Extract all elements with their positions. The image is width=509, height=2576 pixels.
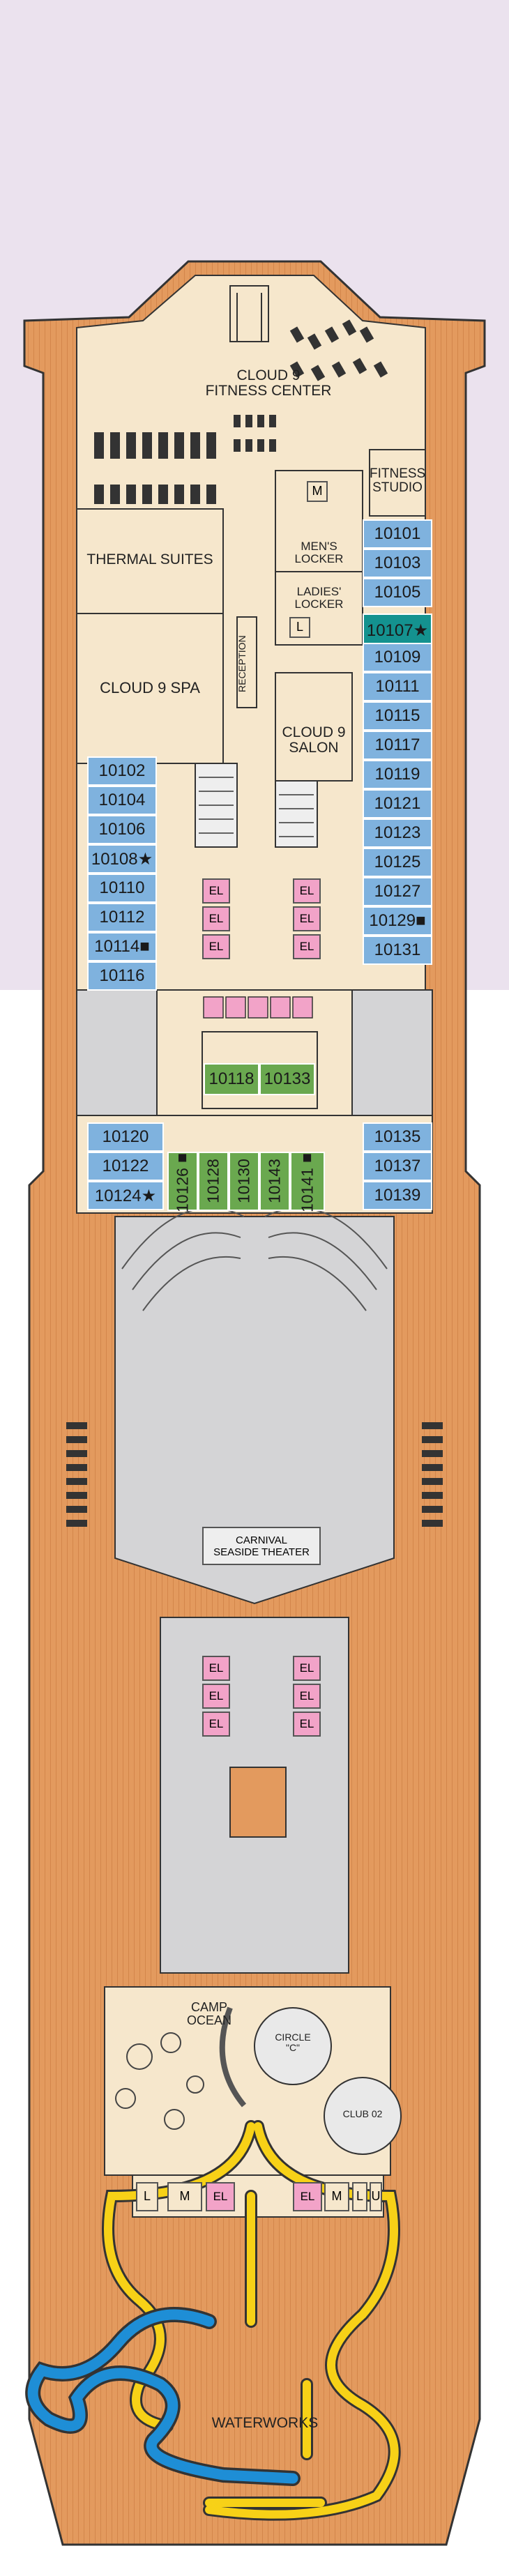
cabin-10135[interactable]: 10135 xyxy=(363,1122,432,1152)
cabin-10115[interactable]: 10115 xyxy=(363,701,432,731)
fitness-equipment xyxy=(94,319,388,504)
elevator-upper-right-2: EL xyxy=(293,906,321,931)
elevator-mid-left-1: EL xyxy=(202,1656,230,1681)
fitness-studio-room xyxy=(369,449,426,517)
cabin-10137[interactable]: 10137 xyxy=(363,1152,432,1181)
elevator-upper-right-1: EL xyxy=(293,878,321,904)
cabin-10143[interactable]: 10143 xyxy=(259,1152,290,1211)
cabin-10109[interactable]: 10109 xyxy=(363,643,432,672)
cabin-10121[interactable]: 10121 xyxy=(363,789,432,818)
thermal-suites-room xyxy=(76,508,224,614)
elevator-mid-left-3: EL xyxy=(202,1712,230,1737)
ladies-locker-icon: L xyxy=(289,617,310,638)
cabin-10107[interactable]: 10107★ xyxy=(363,613,432,647)
cabin-10112[interactable]: 10112 xyxy=(87,903,157,932)
cabin-10110[interactable]: 10110 xyxy=(87,874,157,903)
aft-restroom-u: U xyxy=(370,2182,382,2211)
elevator-mid-left-2: EL xyxy=(202,1684,230,1709)
circle-c-label: CIRCLE "C" xyxy=(275,2032,311,2053)
cabin-10117[interactable]: 10117 xyxy=(363,731,432,760)
cabin-10102[interactable]: 10102 xyxy=(87,756,157,786)
cabin-10111[interactable]: 10111 xyxy=(363,672,432,701)
mens-locker-icon: M xyxy=(307,481,328,502)
aft-elevator-left: EL xyxy=(206,2182,235,2211)
theater-floor xyxy=(114,1216,395,1605)
cabin-10119[interactable]: 10119 xyxy=(363,760,432,789)
fitness-stairs xyxy=(229,285,269,342)
elevator-mid-right-1: EL xyxy=(293,1656,321,1681)
aft-stairs xyxy=(229,1767,287,1838)
aft-restroom-m-left: M xyxy=(167,2182,202,2211)
aft-restroom-m-right: M xyxy=(324,2182,349,2211)
cabin-10131[interactable]: 10131 xyxy=(363,936,432,965)
cabin-10129[interactable]: 10129■ xyxy=(363,906,432,936)
reception-desk xyxy=(236,616,257,708)
cabin-10125[interactable]: 10125 xyxy=(363,848,432,877)
cabin-10139[interactable]: 10139 xyxy=(363,1181,432,1210)
elevator-upper-left-2: EL xyxy=(202,906,230,931)
reception-label: RECEPTION xyxy=(236,635,248,693)
cabin-10103[interactable]: 10103 xyxy=(363,549,432,578)
elevator-upper-left-3: EL xyxy=(202,934,230,959)
cabin-10114[interactable]: 10114■ xyxy=(87,932,157,961)
cabin-10101[interactable]: 10101 xyxy=(363,519,432,549)
salon-room xyxy=(275,672,353,782)
aft-restroom-l-left: L xyxy=(136,2182,158,2211)
cabin-10128[interactable]: 10128 xyxy=(198,1152,229,1211)
ladies-locker-label: LADIES' LOCKER xyxy=(294,585,344,611)
cabin-10126[interactable]: 10126■ xyxy=(167,1150,198,1212)
elevator-upper-right-3: EL xyxy=(293,934,321,959)
cabin-10127[interactable]: 10127 xyxy=(363,877,432,906)
cabin-10104[interactable]: 10104 xyxy=(87,786,157,815)
club-02-ring xyxy=(324,2077,402,2155)
thermal-suites-label: THERMAL SUITES xyxy=(86,551,213,567)
fitness-center-label: CLOUD 9 FITNESS CENTER xyxy=(205,367,332,399)
pink-lounge-chairs xyxy=(203,996,313,1019)
aft-elevator-right: EL xyxy=(293,2182,322,2211)
waterworks-label: WATERWORKS xyxy=(211,2415,319,2431)
cabin-10106[interactable]: 10106 xyxy=(87,815,157,844)
cabin-10133[interactable]: 10133 xyxy=(259,1063,315,1095)
cabin-10120[interactable]: 10120 xyxy=(87,1122,164,1152)
spa-label: CLOUD 9 SPA xyxy=(100,679,200,696)
elevator-mid-right-2: EL xyxy=(293,1684,321,1709)
fitness-studio-label: FITNESS STUDIO xyxy=(370,466,426,495)
camp-ocean-tables xyxy=(115,2032,204,2130)
cabin-10122[interactable]: 10122 xyxy=(87,1152,164,1181)
mens-locker-label: MEN'S LOCKER xyxy=(294,540,344,565)
cabin-10105[interactable]: 10105 xyxy=(363,578,432,607)
cabin-10130[interactable]: 10130 xyxy=(229,1152,259,1211)
circle-c-ring xyxy=(254,2007,332,2085)
cabin-10123[interactable]: 10123 xyxy=(363,818,432,848)
cabin-10124[interactable]: 10124★ xyxy=(87,1181,164,1210)
cabin-10141[interactable]: 10141■ xyxy=(290,1150,325,1212)
curved-seating xyxy=(219,2006,247,2108)
side-seating xyxy=(66,1422,443,1527)
elevator-upper-left-1: EL xyxy=(202,878,230,904)
cabin-10116[interactable]: 10116 xyxy=(87,961,157,991)
cabin-10108[interactable]: 10108★ xyxy=(87,844,157,874)
theater-label: CARNIVAL SEASIDE THEATER xyxy=(202,1527,321,1565)
club-02-label: CLUB 02 xyxy=(342,2108,383,2119)
aft-restroom-l-right: L xyxy=(352,2182,367,2211)
cabin-10118[interactable]: 10118 xyxy=(204,1063,259,1095)
elevator-mid-right-3: EL xyxy=(293,1712,321,1737)
salon-label: CLOUD 9 SALON xyxy=(282,724,346,756)
camp-ocean-label: CAMP OCEAN xyxy=(186,2000,231,2027)
